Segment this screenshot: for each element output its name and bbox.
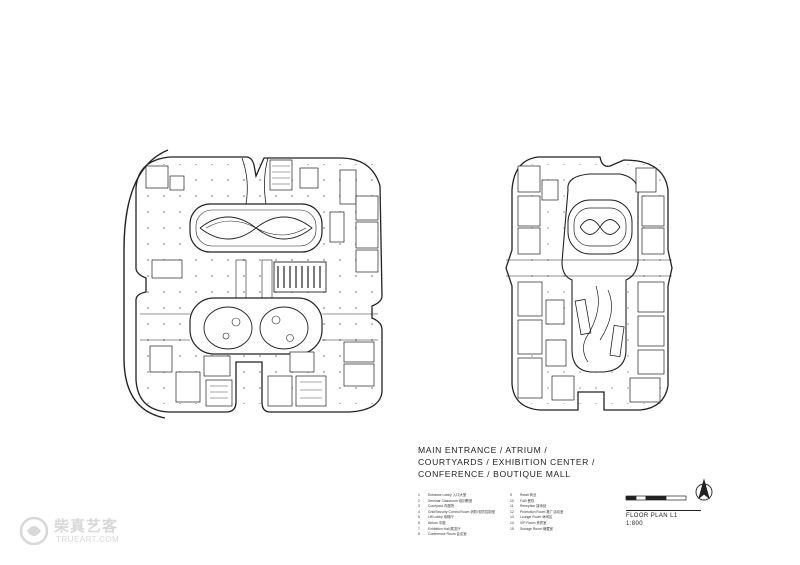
legend-text: Retail 商业 (520, 493, 537, 497)
plan-label: FLOOR PLAN L1 1:800 (626, 510, 701, 528)
legend-item: 5 Lift Lobby 电梯厅 (418, 515, 510, 521)
legend-text: Grid/Security Control Room 消防/安防控制室 (428, 509, 496, 514)
title-line: MAIN ENTRANCE / ATRIUM / (418, 445, 548, 455)
legend-number: 7 (418, 526, 420, 531)
legend-item: 3 Courtyard 内庭院 (418, 504, 510, 510)
legend-text: Atrium 中庭 (428, 520, 446, 525)
legend-item: 8 Conference Room 会议室 (418, 532, 510, 538)
legend-number: 1 (418, 493, 420, 497)
legend-column: 1 Entrance Lobby 入口大堂 2 Seminar Classroom … (418, 493, 510, 538)
legend-number: 13 (510, 515, 514, 520)
drawing-title: MAIN ENTRANCE / ATRIUM / COURTYARDS / EX… (418, 444, 628, 480)
legend-text: VIP Room 贵宾室 (520, 520, 547, 525)
left-floor-plan (123, 149, 383, 419)
legend-item: 4 Grid/Security Control Room 消防/安防控制室 (418, 510, 510, 516)
legend-item: 13 Lounge Room 休闲区 (510, 515, 602, 521)
legend-item: 11 Reception 接待处 (510, 504, 602, 510)
watermark-text-cn: 柴真艺客 (54, 517, 119, 535)
legend-number: 4 (418, 509, 420, 514)
legend-text: Lift Lobby 电梯厅 (428, 515, 454, 520)
plan-name: FLOOR PLAN L1 (626, 513, 678, 519)
legend-text: Entrance Lobby 入口大堂 (428, 493, 467, 497)
legend-number: 15 (510, 526, 514, 531)
legend-text: Conference Room 会议室 (428, 532, 467, 537)
watermark: 柴真艺客 TRUEART.COM (18, 513, 138, 551)
legend-number: 14 (510, 520, 514, 525)
title-line: COURTYARDS / EXHIBITION CENTER / (418, 457, 595, 467)
right-floor-plan (505, 156, 673, 411)
watermark-logo-icon (19, 516, 49, 546)
legend-number: 8 (418, 532, 420, 537)
legend-item: 9 Retail 商业 (510, 493, 602, 499)
legend-number: 6 (418, 520, 420, 525)
legend-number: 12 (510, 509, 514, 514)
legend-item: 7 Exhibition Hall 展览厅 (418, 527, 510, 533)
legend-number: 5 (418, 515, 420, 520)
legend-item: 2 Seminar Classroom 培训教室 (418, 499, 510, 505)
legend-text: Lounge Room 休闲区 (520, 515, 553, 520)
legend-item: 10 F&B 餐饮 (510, 499, 602, 505)
legend-text: F&B 餐饮 (520, 498, 535, 503)
legend-text: Storage Room 储藏室 (520, 526, 553, 531)
legend-text: Exhibition Hall 展览厅 (428, 526, 461, 531)
legend-column: 9 Retail 商业 10 F&B 餐饮 11 Reception 接待处 12 Pr… (510, 493, 602, 532)
title-line: CONFERENCE / BOUTIQUE MALL (418, 469, 571, 479)
north-arrow-icon (695, 478, 713, 501)
legend-number: 9 (510, 493, 512, 497)
legend-number: 2 (418, 498, 420, 503)
legend-text: Promotion Room 推广活动室 (520, 509, 564, 514)
legend-item: 6 Atrium 中庭 (418, 521, 510, 527)
legend-item: 15 Storage Room 储藏室 (510, 527, 602, 533)
legend-text: Seminar Classroom 培训教室 (428, 498, 473, 503)
legend-item: 1 Entrance Lobby 入口大堂 (418, 493, 510, 499)
plan-scale: 1:800 (626, 521, 644, 527)
legend-number: 11 (510, 504, 514, 509)
legend-item: 12 Promotion Room 推广活动室 (510, 510, 602, 516)
legend-number: 3 (418, 504, 420, 509)
legend-text: Reception 接待处 (520, 504, 547, 509)
legend-item: 14 VIP Room 贵宾室 (510, 521, 602, 527)
legend-text: Courtyard 内庭院 (428, 504, 455, 509)
legend-number: 10 (510, 498, 514, 503)
watermark-text-en: TRUEART.COM (56, 535, 120, 544)
scale-bar (625, 495, 687, 501)
